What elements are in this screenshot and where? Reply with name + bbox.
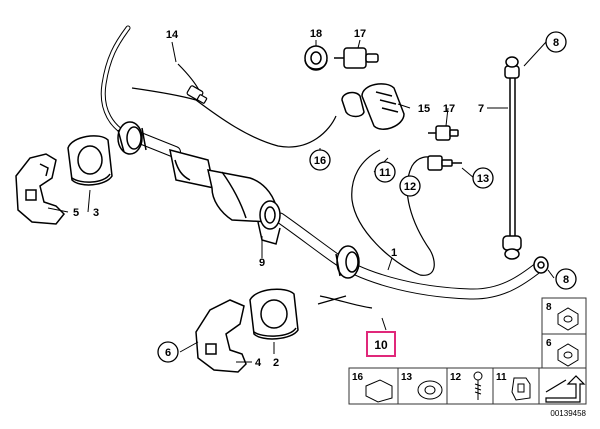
callout-11[interactable]: 11 (374, 161, 396, 183)
circled-callouts: 16 11 12 13 8 8 6 (157, 31, 577, 363)
callout-12[interactable]: 12 (399, 175, 421, 197)
callout-6[interactable]: 6 (157, 341, 179, 363)
svg-text:13: 13 (401, 372, 413, 383)
legend-item-16[interactable]: 16 (352, 372, 393, 403)
callout-16[interactable]: 16 (309, 149, 331, 171)
bracket-4 (195, 299, 247, 373)
callout-7[interactable]: 7 (478, 103, 484, 115)
svg-text:16: 16 (314, 155, 326, 167)
stabilizer-bar (100, 25, 546, 300)
rubber-mount-2 (249, 288, 299, 340)
svg-text:8: 8 (546, 302, 552, 313)
callout-4[interactable]: 4 (255, 357, 262, 369)
legend-item-8[interactable]: 8 (546, 302, 579, 331)
callout-10-highlight[interactable]: 10 (366, 331, 396, 357)
callout-8-top[interactable]: 8 (545, 31, 567, 53)
sensor-15 (341, 83, 405, 130)
callout-3[interactable]: 3 (93, 207, 99, 219)
connector-17-top (334, 47, 379, 69)
svg-text:12: 12 (450, 372, 462, 383)
legend-item-6[interactable]: 6 (546, 338, 579, 367)
bar-bushing-left (117, 121, 147, 155)
svg-text:12: 12 (404, 181, 416, 193)
legend-item-13[interactable]: 13 (401, 372, 443, 400)
leader-lines (47, 39, 555, 363)
callout-5[interactable]: 5 (73, 207, 79, 219)
bar-bushing-right (335, 245, 360, 279)
callout-17-mid[interactable]: 17 (443, 103, 455, 115)
svg-text:11: 11 (496, 372, 507, 383)
active-stabilizer-actuator (169, 148, 281, 245)
callouts: 14 18 17 15 17 7 5 3 9 1 4 2 (73, 28, 484, 369)
grommet-18 (304, 45, 328, 71)
legend-bottom-items: 16 13 12 11 (352, 371, 586, 403)
legend-side-items: 8 6 (546, 302, 579, 367)
svg-text:11: 11 (379, 167, 391, 179)
connector-17-mid (428, 125, 459, 141)
callout-9[interactable]: 9 (259, 257, 265, 269)
svg-text:6: 6 (546, 338, 552, 349)
callout-2[interactable]: 2 (273, 357, 279, 369)
connector-13 (427, 155, 462, 171)
svg-text:8: 8 (553, 37, 559, 49)
legend-item-12[interactable]: 12 (450, 371, 483, 400)
stabilizer-link (502, 56, 522, 260)
callout-8-right[interactable]: 8 (555, 268, 577, 290)
bracket-5 (15, 153, 66, 225)
sensor-cables (131, 63, 435, 309)
bar-end (533, 256, 549, 274)
diagram-number: 00139458 (550, 409, 586, 418)
connector-14 (186, 85, 208, 104)
callout-15[interactable]: 15 (418, 103, 430, 115)
legend-item-11[interactable]: 11 (496, 372, 531, 401)
svg-text:8: 8 (563, 274, 569, 286)
callout-13[interactable]: 13 (472, 167, 494, 189)
direction-arrow-icon (545, 375, 586, 403)
svg-text:13: 13 (477, 173, 489, 185)
callout-18[interactable]: 18 (310, 28, 322, 40)
callout-10: 10 (374, 338, 388, 352)
svg-text:16: 16 (352, 372, 364, 383)
callout-1[interactable]: 1 (391, 247, 397, 259)
callout-14[interactable]: 14 (166, 29, 179, 41)
svg-text:6: 6 (165, 347, 171, 359)
rubber-mount-3 (67, 135, 113, 186)
callout-17-top[interactable]: 17 (354, 28, 366, 40)
